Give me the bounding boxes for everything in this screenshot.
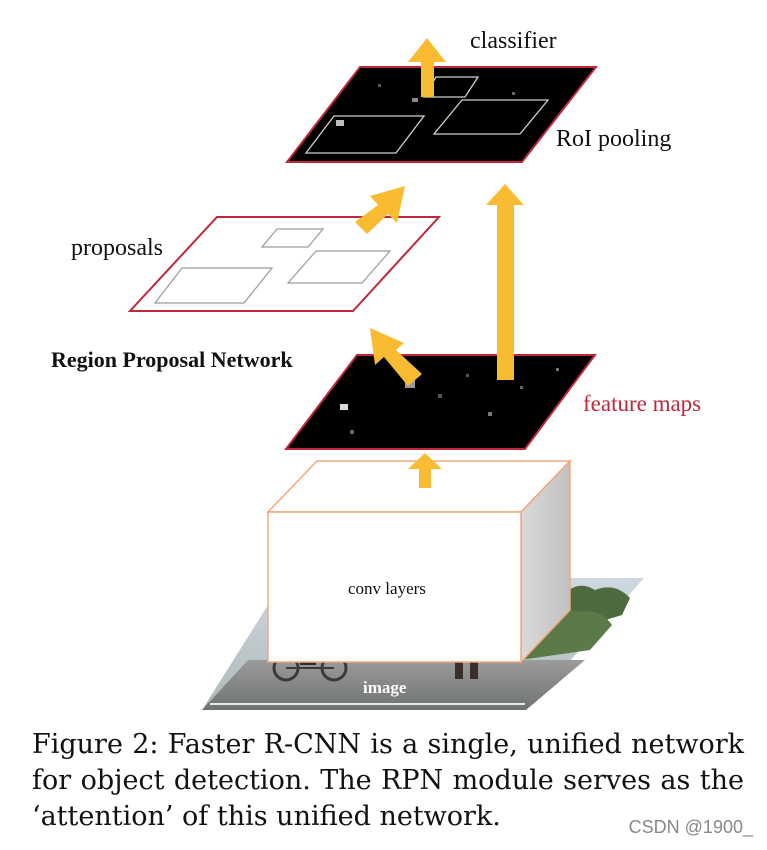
image-label: image: [363, 678, 407, 697]
arrow-diagonal-icon: [355, 186, 405, 234]
roi-box: [432, 99, 550, 135]
conv-layers-label: conv layers: [348, 579, 426, 598]
classifier-label: classifier: [470, 28, 557, 54]
proposal-box: [260, 228, 325, 248]
conv-front-face: [267, 511, 522, 663]
roi-box: [304, 115, 426, 154]
proposals-plane: [127, 216, 442, 312]
feature-maps-plane: [283, 354, 597, 450]
roi-pooling-label: RoI pooling: [556, 126, 671, 152]
arrow-up-icon: [486, 184, 524, 380]
figure-caption: Figure 2: Faster R-CNN is a single, unif…: [32, 729, 744, 832]
roi-pooling-plane: [284, 66, 599, 163]
rpn-label: Region Proposal Network: [51, 347, 293, 372]
proposals-label: proposals: [71, 235, 163, 261]
csdn-watermark: CSDN @1900_: [628, 817, 753, 837]
arrow-up-icon: [408, 453, 442, 488]
faster-rcnn-figure: image conv layers feature maps proposals…: [51, 28, 701, 710]
conv-layers-box: [266, 459, 572, 664]
arrow-diagonal-icon: [370, 328, 422, 386]
proposal-box: [153, 267, 274, 304]
proposal-box: [286, 250, 392, 284]
feature-maps-label: feature maps: [583, 391, 701, 416]
arrow-up-icon: [408, 38, 446, 97]
